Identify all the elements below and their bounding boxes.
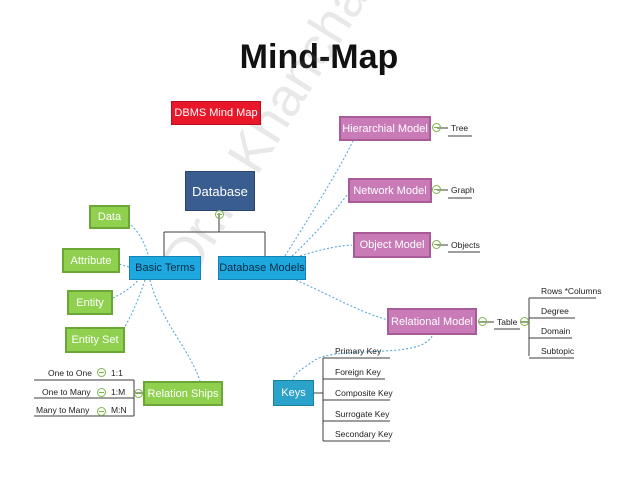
- keys-link: [292, 335, 433, 381]
- node-entity[interactable]: Entity: [67, 290, 113, 315]
- attribute-link: [111, 261, 130, 268]
- collapse-icon[interactable]: [215, 210, 224, 219]
- node-data[interactable]: Data: [89, 205, 130, 229]
- table-item: Rows *Columns: [541, 286, 602, 296]
- relationship-ratio: 1:1: [111, 368, 123, 378]
- collapse-icon[interactable]: [97, 407, 106, 416]
- node-attribute[interactable]: Attribute: [62, 248, 120, 273]
- table-item: Degree: [541, 306, 569, 316]
- keys-connectors: [314, 357, 390, 442]
- key-item: Composite Key: [335, 388, 393, 398]
- collapse-icon[interactable]: [478, 317, 487, 326]
- node-keys[interactable]: Keys: [273, 380, 314, 406]
- relationship-name: One to Many: [42, 387, 91, 397]
- relationship-name: One to One: [48, 368, 92, 378]
- page-title: Mind-Map: [239, 38, 399, 76]
- collapse-icon[interactable]: [520, 317, 529, 326]
- leaf-graph: Graph: [451, 185, 475, 195]
- relational-link: [295, 279, 389, 321]
- relationship-ratio: M:N: [111, 405, 127, 415]
- leaf-objects: Objects: [451, 240, 480, 250]
- leaf-tree: Tree: [451, 123, 469, 133]
- table-item: Subtopic: [541, 346, 575, 356]
- entity-link: [105, 277, 141, 302]
- collapse-icon[interactable]: [432, 123, 441, 132]
- relation-ships-link: [149, 279, 201, 382]
- node-database-models[interactable]: Database Models: [218, 256, 306, 280]
- collapse-icon[interactable]: [97, 368, 106, 377]
- collapse-icon[interactable]: [432, 185, 441, 194]
- relationship-name: Many to Many: [36, 405, 90, 415]
- root-node-database[interactable]: Database: [185, 171, 255, 211]
- network-link: [291, 193, 349, 257]
- relationship-ratio: 1:M: [111, 387, 126, 397]
- root-branch-connector: [163, 213, 266, 256]
- leaf-table: Table: [497, 317, 518, 327]
- key-item: Primary Key: [335, 346, 382, 356]
- node-object-model[interactable]: Object Model: [353, 232, 431, 258]
- key-item: Foreign Key: [335, 367, 381, 377]
- legend-label: DBMS Mind Map: [171, 101, 261, 125]
- collapse-icon[interactable]: [432, 240, 441, 249]
- node-basic-terms[interactable]: Basic Terms: [129, 256, 201, 280]
- collapse-icon[interactable]: [134, 389, 143, 398]
- node-relation-ships[interactable]: Relation Ships: [143, 381, 223, 406]
- key-item: Surrogate Key: [335, 409, 390, 419]
- node-hierarchial-model[interactable]: Hierarchial Model: [339, 116, 431, 141]
- node-entity-set[interactable]: Entity Set: [65, 327, 125, 353]
- node-relational-model[interactable]: Relational Model: [387, 308, 477, 335]
- table-item: Domain: [541, 326, 571, 336]
- collapse-icon[interactable]: [97, 388, 106, 397]
- key-item: Secondary Key: [335, 429, 393, 439]
- object-link: [299, 244, 353, 257]
- node-network-model[interactable]: Network Model: [348, 178, 432, 203]
- hierarchial-link: [284, 133, 357, 257]
